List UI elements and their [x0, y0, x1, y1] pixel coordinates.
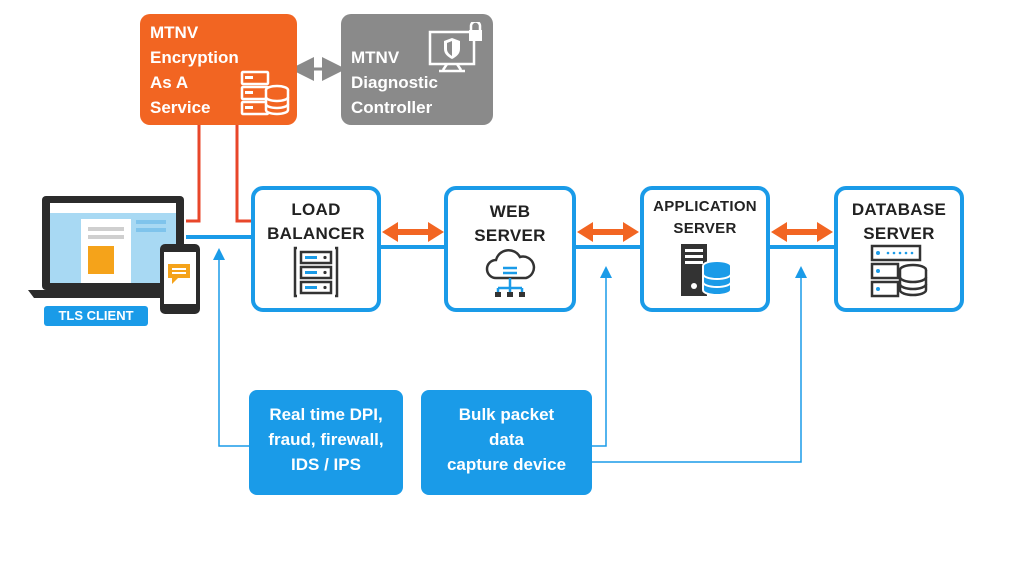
- arrow-web-app: [577, 222, 639, 242]
- server-database-icon: [681, 244, 732, 296]
- label-line: Encryption: [150, 48, 239, 67]
- arrow-lb-web: [382, 222, 444, 242]
- server-rack-icon: [293, 246, 339, 298]
- application-server-title: APPLICATION SERVER: [644, 196, 766, 240]
- label-line: capture device: [446, 455, 567, 474]
- monitor-shield-lock-icon: [428, 22, 482, 73]
- tap-web-app-capture: [592, 266, 612, 447]
- server-database-icon: [240, 70, 290, 116]
- label-line: Bulk packet: [458, 405, 555, 424]
- label-line: As A: [150, 73, 189, 92]
- load-balancer-title: LOAD BALANCER: [255, 198, 377, 246]
- label-line: Controller: [351, 98, 433, 117]
- label-line: SERVER: [673, 220, 737, 237]
- load-balancer-box: LOAD BALANCER: [251, 186, 381, 312]
- laptop-phone-icon: [28, 196, 200, 314]
- label-line: IDS / IPS: [291, 455, 361, 474]
- encryption-service-label: MTNV Encryption As A Service: [150, 20, 239, 120]
- tap-app-db-capture: [592, 266, 807, 463]
- label-line: Real time DPI,: [269, 405, 383, 424]
- label-line: Diagnostic: [351, 73, 438, 92]
- database-server-box: DATABASE SERVER: [834, 186, 964, 312]
- label-line: WEB: [489, 202, 531, 221]
- web-server-box: WEB SERVER: [444, 186, 576, 312]
- tap-client-dpi: [213, 248, 249, 447]
- cloud-network-icon: [485, 248, 536, 297]
- diagnostic-controller-label: MTNV Diagnostic Controller: [351, 45, 438, 120]
- encryption-to-client-line: [186, 125, 201, 223]
- label-line: LOAD: [291, 200, 341, 219]
- label-line: APPLICATION: [653, 198, 757, 215]
- label-line: data: [489, 430, 524, 449]
- packet-capture-box: Bulk packet data capture device: [421, 390, 592, 495]
- web-server-title: WEB SERVER: [448, 200, 572, 248]
- database-server-title: DATABASE SERVER: [838, 198, 960, 246]
- application-server-box: APPLICATION SERVER: [640, 186, 770, 312]
- label-line: SERVER: [474, 226, 546, 245]
- diagnostic-controller-box: MTNV Diagnostic Controller: [341, 14, 493, 125]
- server-database-icon: [870, 244, 928, 298]
- label-line: SERVER: [863, 224, 935, 243]
- label-line: fraud, firewall,: [268, 430, 384, 449]
- label-line: MTNV: [150, 23, 199, 42]
- label-line: Service: [150, 98, 211, 117]
- encryption-to-loadbalancer-line: [235, 125, 255, 223]
- encryption-service-box: MTNV Encryption As A Service: [140, 14, 297, 125]
- tls-client-label: TLS CLIENT: [44, 306, 148, 326]
- label-line: MTNV: [351, 48, 400, 67]
- arrow-app-db: [771, 222, 833, 242]
- label-line: DATABASE: [851, 200, 947, 219]
- dpi-firewall-box: Real time DPI, fraud, firewall, IDS / IP…: [249, 390, 403, 495]
- label-line: BALANCER: [267, 224, 365, 243]
